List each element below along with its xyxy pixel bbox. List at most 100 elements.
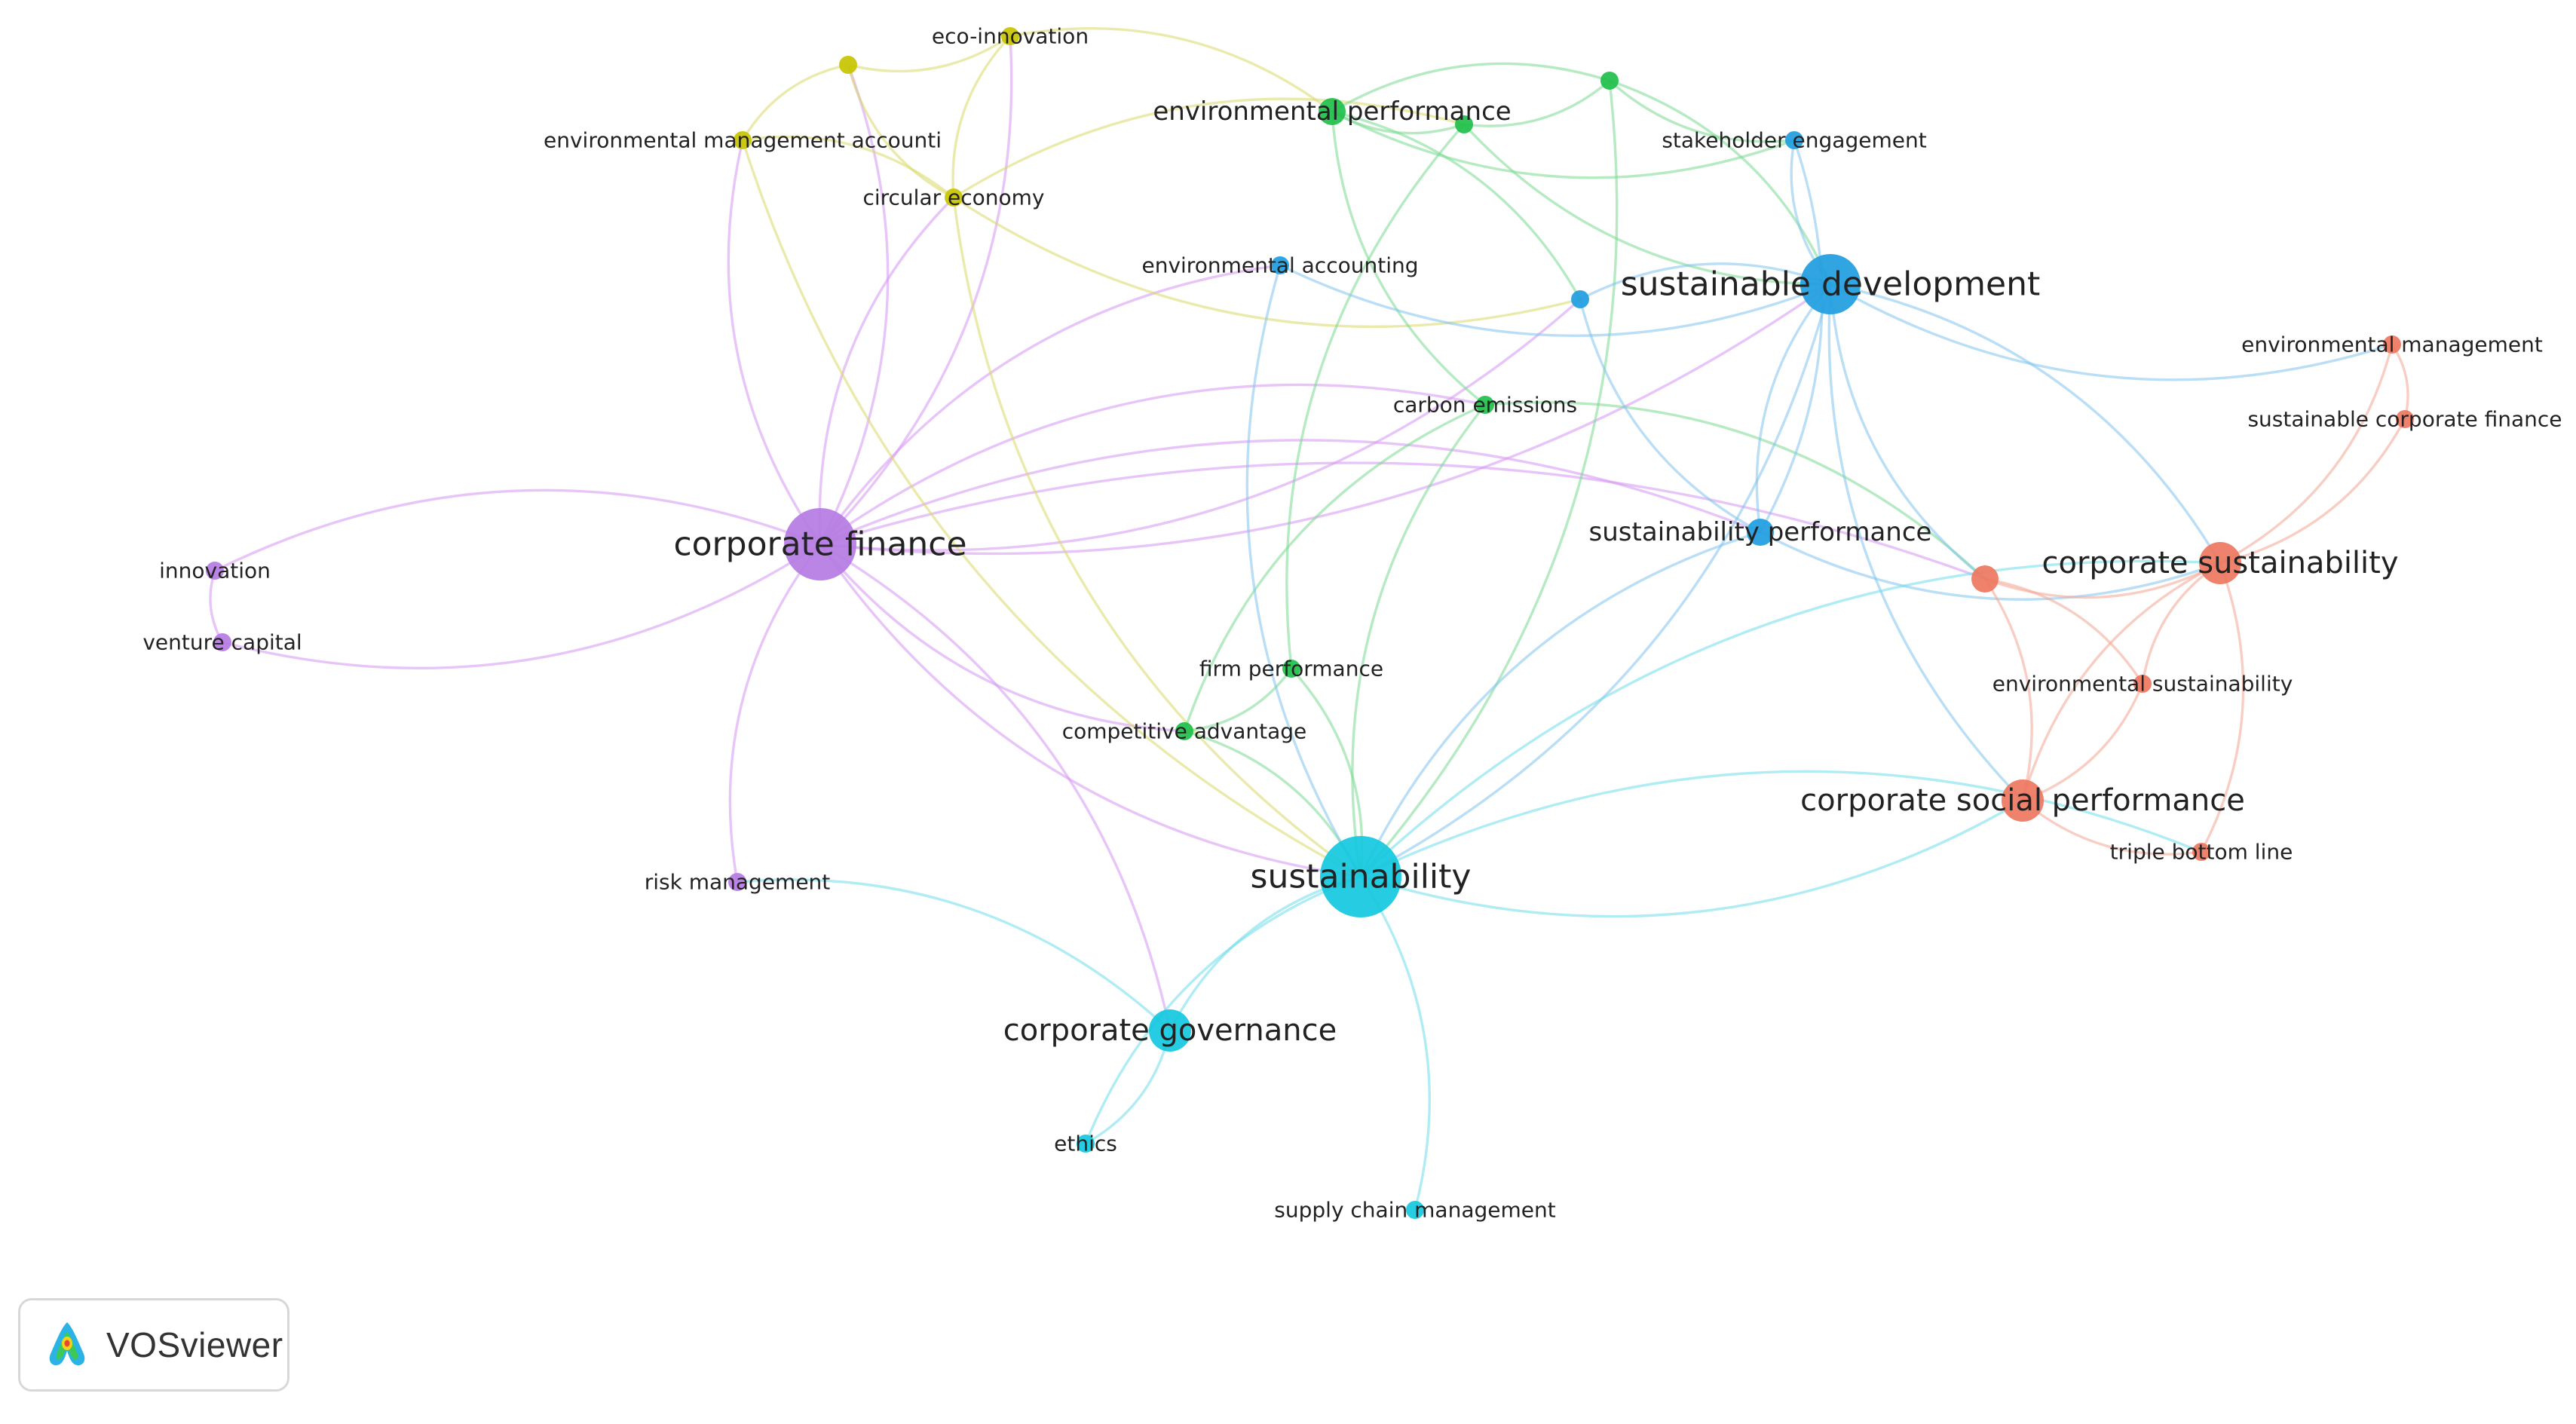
- edge-corporate_finance-competitive_advantage: [819, 543, 1185, 733]
- node-stakeholder-engagement[interactable]: [1785, 131, 1803, 149]
- edge-sustainability_performance-sustainability: [1359, 531, 1761, 877]
- edge-environmental_accounting-sustainable_development: [1279, 264, 1831, 337]
- label-triple-bottom-line[interactable]: triple bottom line: [2110, 840, 2293, 865]
- edge-environmental_performance-stakeholder_engagement: [1331, 110, 1795, 179]
- edge-circular_economy-blue_unlabeled: [953, 196, 1581, 328]
- label-carbon-emissions[interactable]: carbon emissions: [1393, 393, 1577, 418]
- node-environmental-management[interactable]: [2383, 335, 2401, 354]
- node-eco-innovation[interactable]: [1001, 27, 1019, 45]
- node-environmental-performance[interactable]: [1319, 98, 1346, 125]
- edge-carbon_emissions-red_unlabeled: [1484, 401, 1986, 580]
- label-innovation[interactable]: innovation: [159, 559, 271, 583]
- node-green-unlabeled-1[interactable]: [1455, 115, 1473, 133]
- label-stakeholder-engagement[interactable]: stakeholder engagement: [1662, 128, 1926, 153]
- edge-environmental_performance-blue_unlabeled: [1331, 110, 1582, 300]
- label-environmental-management[interactable]: environmental management: [2241, 332, 2543, 357]
- edge-sustainable_development-sustainability: [1360, 283, 1832, 878]
- node-corporate-finance[interactable]: [784, 508, 856, 580]
- edge-sustainability-ethics: [1084, 875, 1362, 1144]
- node-triple-bottom-line[interactable]: [2192, 843, 2210, 861]
- edge-corporate_sustainability-corporate_social_performance: [2021, 562, 2221, 801]
- node-green-unlabeled-2[interactable]: [1600, 72, 1619, 90]
- edge-carbon_emissions-competitive_advantage: [1183, 403, 1486, 732]
- vosviewer-logo-text: VOSviewer: [106, 1325, 283, 1364]
- edge-firm_performance-competitive_advantage: [1184, 668, 1293, 733]
- node-environmental-sustainability[interactable]: [2133, 675, 2152, 693]
- label-environmental-management-accounting[interactable]: environmental management accounti: [544, 128, 942, 153]
- label-sustainable-corporate-finance[interactable]: sustainable corporate finance: [2247, 407, 2562, 432]
- edge-green_unlabeled_2-sustainable_development: [1609, 79, 1832, 285]
- vosviewer-logo: VOSviewer: [18, 1298, 289, 1392]
- label-corporate-social-performance[interactable]: corporate social performance: [1800, 783, 2245, 818]
- edge-corporate_finance-environmental_accounting: [819, 264, 1281, 545]
- node-risk-management[interactable]: [728, 873, 746, 891]
- edge-yellow_unlabeled-circular_economy: [847, 64, 954, 199]
- edge-corporate_finance-sustainability: [819, 544, 1362, 878]
- edge-corporate_finance-blue_unlabeled: [819, 298, 1582, 552]
- label-sustainability-performance[interactable]: sustainability performance: [1589, 517, 1932, 547]
- label-circular-economy[interactable]: circular economy: [862, 185, 1044, 210]
- node-ethics[interactable]: [1077, 1135, 1095, 1153]
- node-carbon-emissions[interactable]: [1476, 396, 1494, 414]
- edge-environmental_management_accounting-sustainability: [741, 139, 1362, 878]
- edges-layer: [209, 27, 2409, 1211]
- label-eco-innovation[interactable]: eco-innovation: [932, 24, 1089, 49]
- edge-corporate_finance-risk_management: [728, 543, 822, 883]
- edge-green_unlabeled_1-green_unlabeled_2: [1463, 79, 1611, 127]
- node-sustainable-development[interactable]: [1800, 254, 1861, 314]
- edge-environmental_management_accounting-circular_economy: [742, 135, 955, 199]
- edge-blue_unlabeled-sustainability_performance: [1579, 299, 1761, 534]
- edge-corporate_finance-venture_capital: [222, 543, 821, 669]
- node-yellow-unlabeled[interactable]: [839, 56, 857, 74]
- edge-yellow_unlabeled-environmental_management_accounting: [741, 63, 849, 141]
- edge-environmental_performance-green_unlabeled_2: [1331, 62, 1610, 113]
- label-competitive-advantage[interactable]: competitive advantage: [1062, 719, 1307, 744]
- edge-sustainable_development-environmental_management: [1830, 283, 2393, 381]
- label-supply-chain-management[interactable]: supply chain management: [1274, 1198, 1555, 1223]
- label-sustainable-development[interactable]: sustainable development: [1621, 265, 2041, 304]
- label-venture-capital[interactable]: venture capital: [142, 630, 302, 655]
- edge-green_unlabeled_1-firm_performance: [1285, 123, 1466, 669]
- labels-layer: corporate finance innovation venture capit…: [142, 24, 2562, 1223]
- label-corporate-sustainability[interactable]: corporate sustainability: [2042, 546, 2398, 580]
- edge-sustainable_development-red_unlabeled: [1829, 283, 1986, 580]
- label-environmental-accounting[interactable]: environmental accounting: [1141, 253, 1418, 278]
- node-corporate-sustainability[interactable]: [2199, 542, 2241, 584]
- edge-environmental_accounting-sustainability: [1245, 265, 1362, 877]
- label-sustainability[interactable]: sustainability: [1251, 858, 1472, 896]
- node-environmental-management-accounting[interactable]: [734, 131, 752, 149]
- node-innovation[interactable]: [206, 562, 224, 580]
- edge-sustainability-triple_bottom_line: [1360, 770, 2202, 878]
- label-ethics[interactable]: ethics: [1054, 1132, 1117, 1156]
- edge-eco_innovation-yellow_unlabeled: [847, 35, 1011, 73]
- edge-sustainability_performance-corporate_sustainability: [1760, 531, 2221, 601]
- node-corporate-social-performance[interactable]: [2002, 779, 2044, 822]
- node-competitive-advantage[interactable]: [1175, 722, 1193, 740]
- label-environmental-sustainability[interactable]: environmental sustainability: [1992, 672, 2293, 697]
- node-venture-capital[interactable]: [213, 633, 231, 651]
- node-corporate-governance[interactable]: [1149, 1009, 1191, 1052]
- edge-corporate_sustainability-triple_bottom_line: [2200, 562, 2245, 853]
- edge-green_unlabeled_2-stakeholder_engagement: [1608, 79, 1795, 143]
- edge-sustainable_development-sustainability_performance: [1755, 283, 1832, 533]
- edge-red_unlabeled-corporate_social_performance: [1983, 578, 2033, 801]
- node-blue-unlabeled[interactable]: [1571, 290, 1589, 308]
- node-sustainable-corporate-finance[interactable]: [2396, 410, 2414, 428]
- node-supply-chain-management[interactable]: [1406, 1201, 1424, 1219]
- label-corporate-governance[interactable]: corporate governance: [1003, 1013, 1337, 1048]
- node-environmental-accounting[interactable]: [1271, 256, 1289, 274]
- edge-sustainable_development-corporate_social_performance: [1827, 283, 2024, 802]
- label-environmental-performance[interactable]: environmental performance: [1153, 96, 1511, 127]
- node-sustainability[interactable]: [1320, 836, 1401, 917]
- edge-corporate_finance-circular_economy: [818, 196, 955, 545]
- node-red-unlabeled[interactable]: [1971, 565, 1999, 593]
- node-sustainability-performance[interactable]: [1747, 519, 1774, 546]
- edge-red_unlabeled-corporate_sustainability: [1984, 562, 2221, 599]
- vosviewer-logo-icon: [49, 1322, 85, 1366]
- node-circular-economy[interactable]: [945, 188, 963, 207]
- label-corporate-finance[interactable]: corporate finance: [673, 525, 966, 564]
- label-risk-management[interactable]: risk management: [645, 870, 831, 895]
- label-firm-performance[interactable]: firm performance: [1199, 657, 1383, 681]
- node-firm-performance[interactable]: [1282, 660, 1300, 678]
- edge-sustainability-supply_chain_management: [1359, 876, 1431, 1211]
